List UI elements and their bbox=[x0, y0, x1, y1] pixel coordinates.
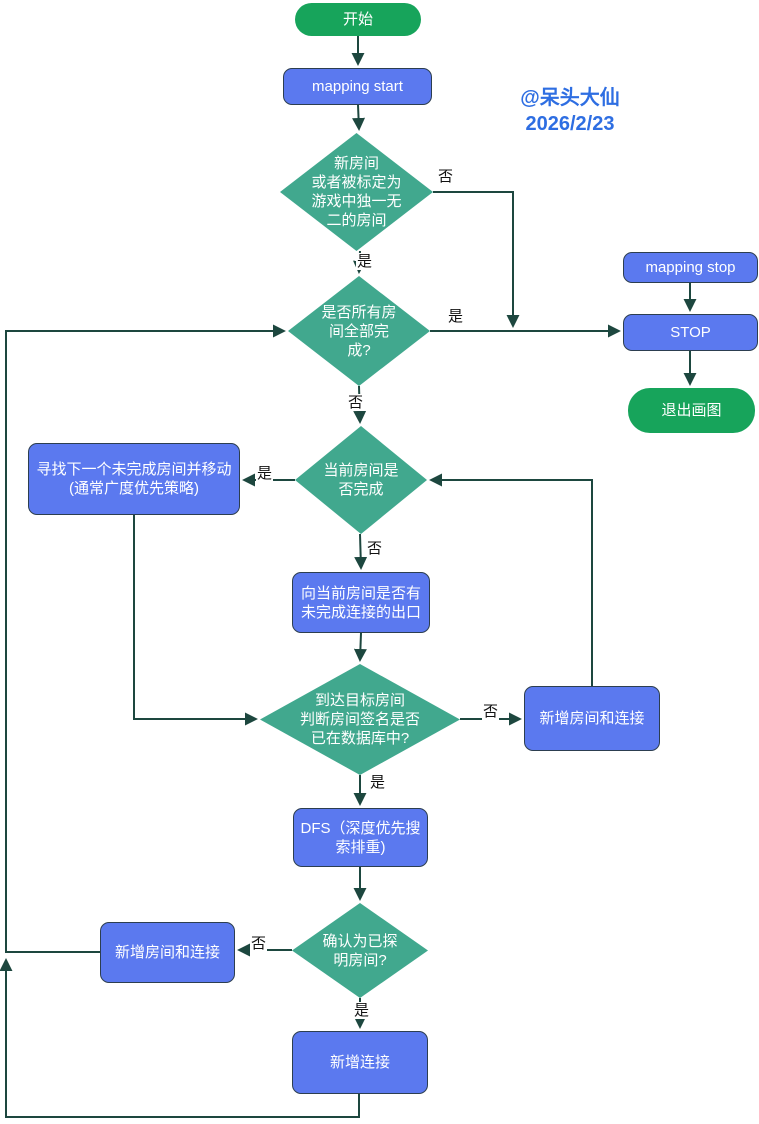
exit-draw-label: 退出画图 bbox=[661, 402, 722, 419]
dfs-node[interactable]: DFS（深度优先搜 索排重) bbox=[293, 808, 428, 867]
decision-confirmed-explored-label: 确认为已探 明房间? bbox=[322, 932, 398, 969]
decision-new-room[interactable]: 新房间 或者被标定为 游戏中独一无 二的房间 bbox=[280, 133, 433, 251]
exit-draw-node[interactable]: 退出画图 bbox=[628, 388, 755, 433]
stop-label: STOP bbox=[670, 324, 711, 341]
edge-label-d2-no: 否 bbox=[347, 394, 365, 411]
decision-all-rooms-done[interactable]: 是否所有房 间全部完 成? bbox=[288, 276, 430, 386]
watermark-author: @呆头大仙 bbox=[520, 87, 620, 109]
mapping-stop-label: mapping stop bbox=[645, 259, 736, 276]
decision-signature-in-db[interactable]: 到达目标房间 判断房间签名是否 已在数据库中? bbox=[260, 664, 460, 775]
edge-add-conn-loop-up bbox=[0, 958, 360, 1118]
edge-find-next-to-d4 bbox=[133, 515, 258, 726]
edge-d3-no-to-check-exits bbox=[354, 533, 368, 570]
add-room-connection-right-label: 新增房间和连接 bbox=[539, 710, 645, 727]
watermark: @呆头大仙 2026/2/23 bbox=[490, 85, 650, 137]
edge-mapping-start-to-d1 bbox=[352, 104, 366, 131]
add-room-connection-left-node[interactable]: 新增房间和连接 bbox=[100, 922, 235, 983]
add-connection-node[interactable]: 新增连接 bbox=[292, 1031, 428, 1094]
edge-label-d5-no: 否 bbox=[250, 935, 268, 952]
edge-d1-no-to-stop-line bbox=[433, 191, 520, 328]
edge-label-d4-yes: 是 bbox=[369, 774, 387, 791]
decision-new-room-label: 新房间 或者被标定为 游戏中独一无 二的房间 bbox=[311, 155, 402, 229]
stop-node[interactable]: STOP bbox=[623, 314, 758, 351]
add-connection-label: 新增连接 bbox=[329, 1054, 390, 1071]
mapping-stop-node[interactable]: mapping stop bbox=[623, 252, 758, 283]
add-room-connection-left-label: 新增房间和连接 bbox=[114, 944, 220, 961]
edge-label-d5-yes: 是 bbox=[353, 1002, 371, 1019]
edge-label-d3-no: 否 bbox=[366, 540, 384, 557]
edge-label-d1-no: 否 bbox=[437, 168, 455, 185]
decision-current-room-done[interactable]: 当前房间是 否完成 bbox=[295, 426, 427, 534]
add-room-connection-right-node[interactable]: 新增房间和连接 bbox=[524, 686, 660, 751]
find-next-room-label: 寻找下一个未完成房间并移动 (通常广度优先策略) bbox=[36, 461, 232, 497]
start-label: 开始 bbox=[342, 11, 373, 28]
mapping-start-label: mapping start bbox=[312, 78, 403, 95]
start-node[interactable]: 开始 bbox=[295, 3, 421, 36]
edge-label-d2-yes: 是 bbox=[447, 308, 465, 325]
decision-confirmed-explored[interactable]: 确认为已探 明房间? bbox=[292, 903, 428, 998]
decision-signature-in-db-label: 到达目标房间 判断房间签名是否 已在数据库中? bbox=[299, 692, 420, 747]
decision-all-rooms-done-label: 是否所有房 间全部完 成? bbox=[321, 303, 397, 359]
edge-add-room-right-to-d3 bbox=[429, 473, 593, 686]
check-exits-node[interactable]: 向当前房间是否有 未完成连接的出口 bbox=[292, 572, 430, 633]
edge-label-d3-yes: 是 bbox=[256, 465, 274, 482]
dfs-label: DFS（深度优先搜 索排重) bbox=[300, 819, 421, 856]
find-next-room-node[interactable]: 寻找下一个未完成房间并移动 (通常广度优先策略) bbox=[28, 443, 240, 515]
edge-check-exits-to-d4 bbox=[353, 632, 367, 662]
decision-current-room-done-label: 当前房间是 否完成 bbox=[323, 462, 399, 498]
mapping-start-node[interactable]: mapping start bbox=[283, 68, 432, 105]
edge-label-d4-no: 否 bbox=[482, 703, 500, 720]
check-exits-label: 向当前房间是否有 未完成连接的出口 bbox=[300, 584, 421, 621]
edge-label-d1-yes: 是 bbox=[356, 253, 374, 270]
edge-add-room-left-loop-to-d2 bbox=[5, 324, 286, 953]
watermark-date: 2026/2/23 bbox=[525, 113, 615, 135]
